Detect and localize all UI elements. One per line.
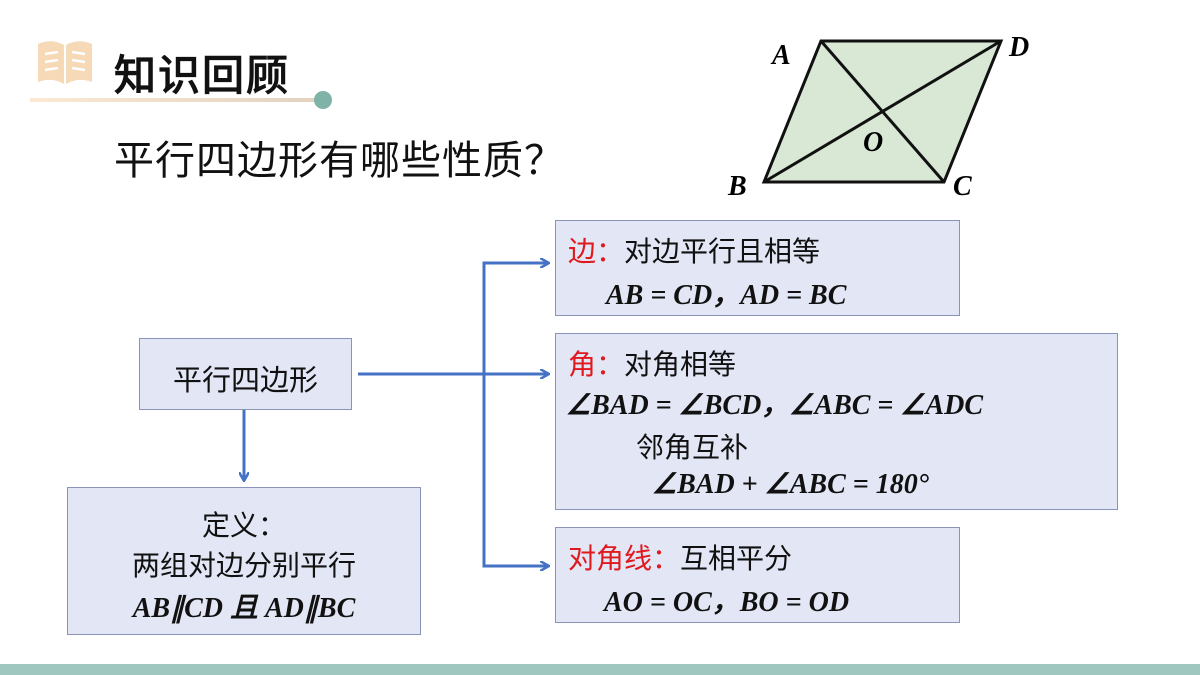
- parallelogram-figure: A D O B C: [727, 32, 1029, 202]
- angles-box: 角：对角相等 ∠BAD = ∠BCD，∠ABC = ∠ADC 邻角互补 ∠BAD…: [555, 333, 1118, 510]
- definition-formula: AB∥CD 且 AD∥BC: [132, 593, 356, 624]
- sides-formula: AB = CD，AD = BC: [606, 280, 847, 311]
- title-underline: [30, 98, 320, 102]
- section-title: 知识回顾: [114, 51, 291, 100]
- sides-label: 边：: [568, 235, 625, 268]
- angles-text-2: 邻角互补: [636, 431, 749, 464]
- arrow-to-diagonals: [482, 374, 548, 566]
- angles-label: 角：: [568, 348, 625, 381]
- angles-formula-1: ∠BAD = ∠BCD，∠ABC = ∠ADC: [566, 390, 984, 421]
- definition-box: 定义： 两组对边分别平行 AB∥CD 且 AD∥BC: [67, 487, 421, 635]
- bottom-bar: [0, 664, 1200, 675]
- definition-title: 定义：: [201, 509, 286, 542]
- question-text: 平行四边形有哪些性质？: [114, 138, 565, 184]
- label-o: O: [863, 127, 883, 158]
- label-b: B: [727, 171, 747, 202]
- label-c: C: [953, 171, 972, 202]
- label-d: D: [1008, 32, 1029, 63]
- diagonals-label: 对角线：: [568, 542, 681, 575]
- sides-text: 对边平行且相等: [624, 235, 821, 268]
- parallelogram-box: 平行四边形: [139, 338, 352, 410]
- angles-formula-2: ∠BAD + ∠ABC = 180°: [652, 469, 929, 500]
- open-book-icon: [38, 41, 92, 84]
- title-dot: [314, 91, 332, 109]
- diagonal-bd: [763, 39, 1002, 184]
- label-a: A: [770, 40, 791, 71]
- diagonals-text: 互相平分: [680, 542, 793, 575]
- sides-box: 边：对边平行且相等 AB = CD，AD = BC: [555, 220, 960, 316]
- diagonals-formula: AO = OC，BO = OD: [604, 587, 850, 618]
- parallelogram-box-label: 平行四边形: [172, 363, 318, 397]
- angles-text: 对角相等: [624, 348, 737, 381]
- definition-text: 两组对边分别平行: [131, 549, 356, 582]
- diagonals-box: 对角线：互相平分 AO = OC，BO = OD: [555, 527, 960, 623]
- arrow-to-sides: [482, 263, 548, 374]
